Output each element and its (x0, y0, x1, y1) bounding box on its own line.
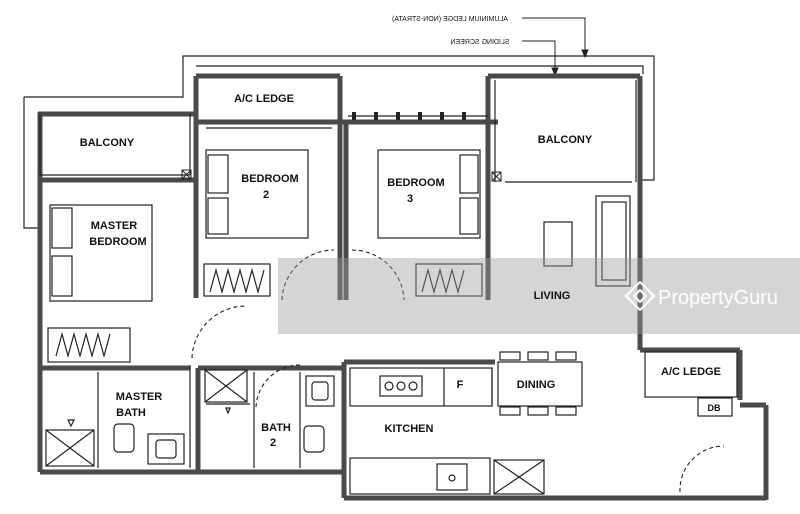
master-bath-label-line1: MASTER (116, 391, 163, 403)
aluminium-ledge-callout: ALUMINIUM LEDGE (NON-STRATA) (392, 16, 508, 23)
walls (37, 73, 769, 501)
master-bath-label-line2: BATH (116, 407, 146, 419)
callout-leaders (522, 17, 589, 77)
bedroom2-label: BEDROOM (241, 173, 298, 185)
living-label: LIVING (534, 290, 571, 302)
ledge-outline (23, 55, 655, 229)
watermark-brand: PropertyGuru (658, 287, 778, 309)
balcony-left-label: BALCONY (80, 137, 135, 149)
bedroom2-number: 2 (263, 189, 269, 201)
bath2-label: BATH (261, 422, 291, 434)
shaft-boxes (181, 169, 502, 182)
sliding-screen-callout: SLIDING SCREEN (450, 39, 509, 46)
living-furniture (497, 195, 631, 416)
dining-label: DINING (517, 379, 556, 391)
propertyguru-logo-icon (624, 280, 656, 312)
kitchen-label: KITCHEN (385, 423, 434, 435)
bedroom3-label: BEDROOM (387, 177, 444, 189)
balcony-right-label: BALCONY (538, 134, 593, 146)
window-marks (352, 112, 466, 120)
ac-ledge-right-label: A/C LEDGE (661, 366, 721, 378)
watermark: PropertyGuru (278, 258, 800, 334)
callout-texts: ALUMINIUM LEDGE (NON-STRATA) SLIDING SCR… (392, 16, 510, 46)
beds (49, 149, 481, 302)
fridge-label: F (457, 379, 464, 391)
bath-fixtures (45, 369, 335, 467)
kitchen-fixtures (379, 375, 545, 495)
master-bedroom-label-line1: MASTER (91, 220, 138, 232)
ac-ledge-top-label: A/C LEDGE (234, 93, 294, 105)
room-labels: A/C LEDGE BALCONY BALCONY BEDROOM 2 BEDR… (80, 93, 721, 449)
wardrobes (47, 263, 483, 363)
db-label: DB (708, 403, 721, 413)
bath2-number: 2 (270, 437, 276, 449)
bedroom3-number: 3 (407, 193, 413, 205)
master-bedroom-label-line2: BEDROOM (89, 236, 146, 248)
door-swings (191, 249, 725, 493)
